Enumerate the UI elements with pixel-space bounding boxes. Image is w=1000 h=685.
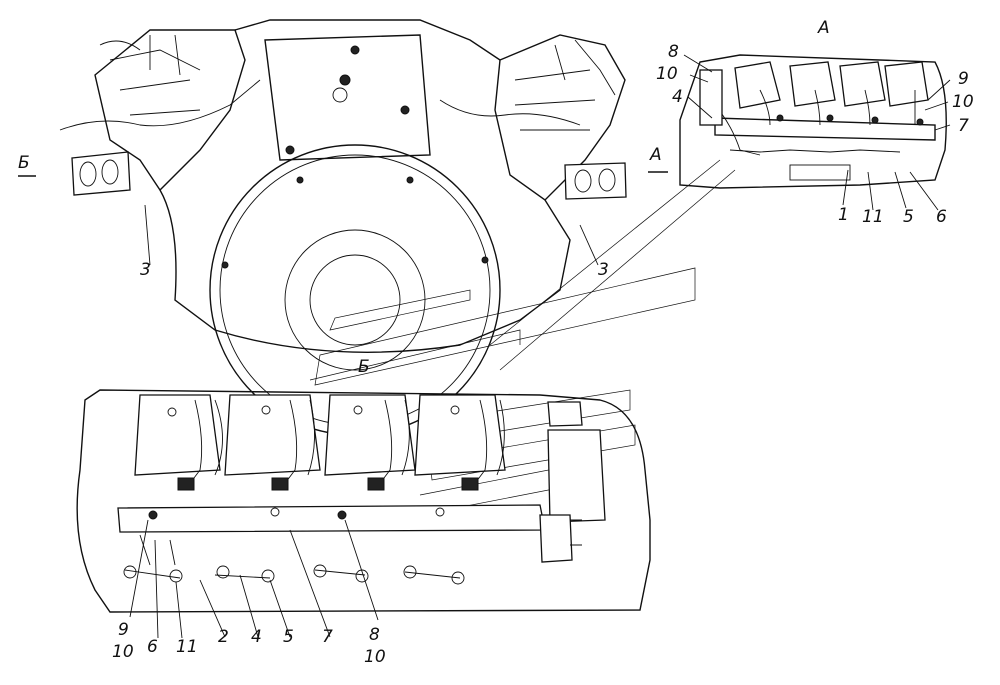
callout-3-right: 3 (598, 260, 609, 280)
detail-b-callout-11: 11 (176, 637, 198, 657)
detail-b-callout-4: 4 (251, 627, 262, 647)
detail-b-callout-9: 9 (118, 620, 129, 640)
detail-b-callout-2: 2 (218, 627, 229, 647)
detail-b-callout-5: 5 (283, 627, 294, 647)
section-mark-b: Б (18, 153, 30, 173)
detail-b-title: Б (358, 357, 370, 377)
detail-a-callout-5: 5 (903, 207, 914, 227)
detail-a-callout-10b: 10 (952, 92, 974, 112)
detail-b-callout-7: 7 (322, 627, 333, 647)
detail-view-b (76, 389, 651, 639)
detail-b-callout-8: 8 (369, 625, 380, 645)
detail-a-callout-10: 10 (656, 64, 678, 84)
detail-b-callout-6: 6 (147, 637, 158, 657)
detail-a-callout-8: 8 (668, 42, 679, 62)
view-arrow-a: А (649, 145, 662, 165)
engine-rear-view (59, 19, 627, 436)
detail-b-callout-10: 10 (112, 642, 134, 662)
detail-view-a (679, 54, 951, 211)
callout-3-left: 3 (140, 260, 151, 280)
detail-a-callout-4: 4 (672, 87, 683, 107)
detail-a-callout-6: 6 (936, 207, 947, 227)
detail-a-callout-11: 11 (862, 207, 884, 227)
detail-a-callout-9: 9 (958, 69, 969, 89)
detail-a-title: А (817, 18, 830, 38)
detail-a-callout-1: 1 (838, 205, 849, 225)
detail-a-callout-7: 7 (958, 116, 969, 136)
detail-b-callout-10b: 10 (364, 647, 386, 667)
